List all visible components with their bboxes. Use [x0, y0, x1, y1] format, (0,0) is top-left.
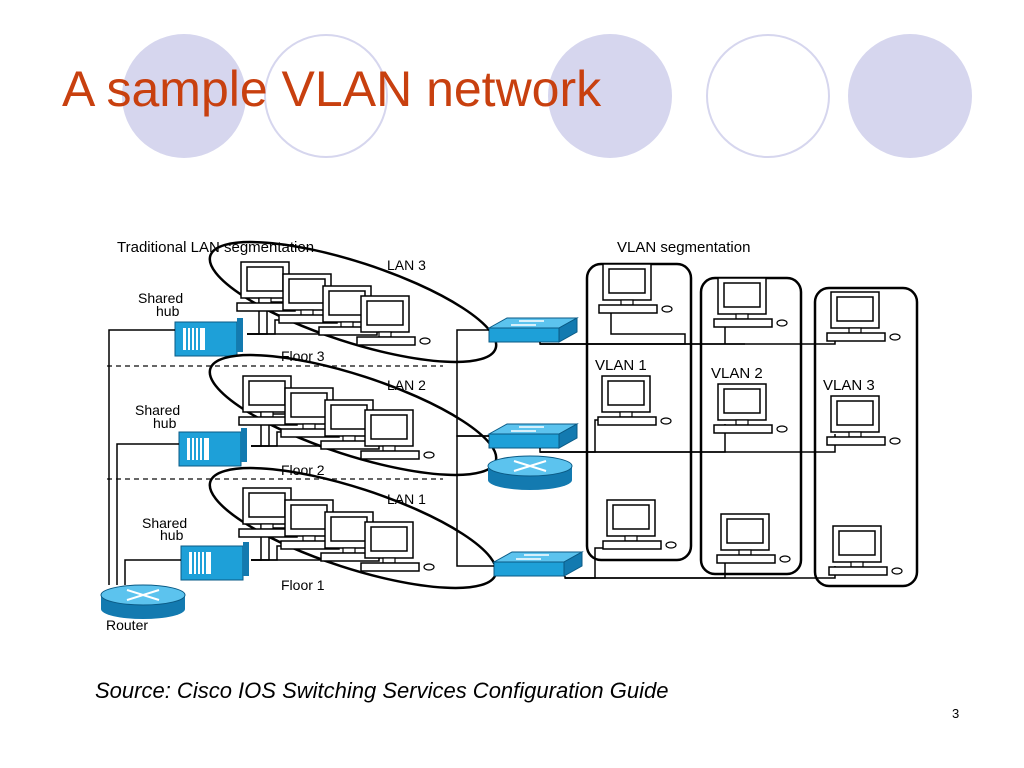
- pc-icon: [713, 277, 788, 328]
- pc-icon: [602, 499, 677, 550]
- floor-2-group: LAN 2 Shared hub Floor 2: [135, 353, 498, 478]
- pc-icon: [828, 525, 903, 576]
- pc-icon: [716, 513, 791, 564]
- hub-label: Shared: [138, 290, 183, 306]
- router-icon: [100, 584, 186, 620]
- floor-label: Floor 2: [281, 462, 325, 478]
- vlan-label: VLAN 3: [823, 377, 875, 394]
- switch-icon: [488, 423, 578, 449]
- pc-icon: [826, 395, 901, 446]
- hub-label: hub: [156, 303, 180, 319]
- decor-circle-1: [122, 34, 246, 158]
- lan-label: LAN 3: [387, 257, 426, 273]
- vlan-label: VLAN 1: [595, 357, 647, 374]
- pc-icon: [360, 409, 435, 460]
- hub-label: Shared: [135, 402, 180, 418]
- hub-label: Shared: [142, 515, 187, 531]
- decor-circle-3: [548, 34, 672, 158]
- switch-icon: [493, 551, 583, 577]
- lan-label: LAN 2: [387, 377, 426, 393]
- pc-icon: [826, 291, 901, 342]
- router-label: Router: [106, 617, 148, 633]
- pc-icon: [360, 521, 435, 572]
- floor-1-group: LAN 1 Shared hub Floor 1: [142, 466, 498, 593]
- pc-icon: [356, 295, 431, 346]
- floor-label: Floor 1: [281, 577, 325, 593]
- trunk-lines: [456, 329, 494, 567]
- shared-hub-icon: [180, 541, 250, 581]
- router-wiring: [108, 329, 181, 585]
- vlan-heading: VLAN segmentation: [617, 239, 750, 256]
- pc-icon: [597, 375, 672, 426]
- source-caption: Source: Cisco IOS Switching Services Con…: [95, 678, 669, 703]
- vlan-wiring: [539, 310, 836, 579]
- shared-hub-icon: [178, 427, 248, 467]
- decor-circle-4: [706, 34, 830, 158]
- hub-label: hub: [160, 527, 184, 543]
- pc-icon: [598, 263, 673, 314]
- hub-label: hub: [153, 415, 177, 431]
- slide-title: A sample VLAN network: [62, 61, 602, 117]
- pc-icon: [713, 383, 788, 434]
- vlan-3-box: [813, 286, 919, 588]
- floor-3-group: LAN 3 Shared hub Floor 3: [138, 240, 498, 364]
- switch-icon: [488, 317, 578, 343]
- decor-circle-2: [264, 34, 388, 158]
- router-icon: [487, 455, 573, 491]
- vlan-diagram: Traditional LAN segmentation VLAN segmen…: [100, 239, 919, 633]
- page-number: 3: [952, 706, 960, 721]
- decor-circle-5: [848, 34, 972, 158]
- floor-label: Floor 3: [281, 348, 325, 364]
- vlan-label: VLAN 2: [711, 365, 763, 382]
- shared-hub-icon: [174, 317, 244, 357]
- lan-label: LAN 1: [387, 491, 426, 507]
